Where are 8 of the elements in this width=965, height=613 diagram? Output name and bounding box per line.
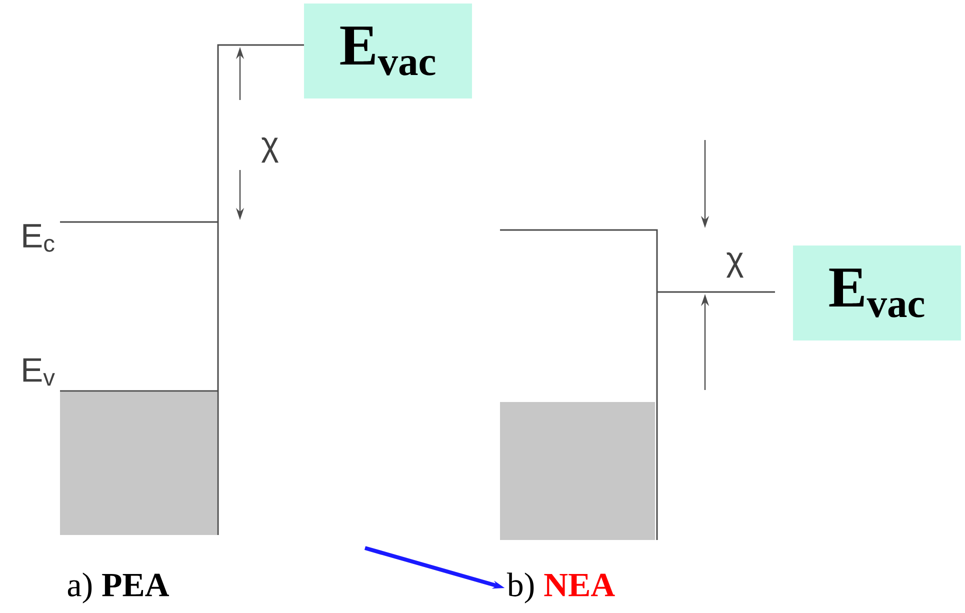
level-label: E$_{c}$ (23, 224, 54, 252)
panel-caption: b) NEA (506, 572, 615, 604)
energy-label-box: E$_{vac}$ (304, 4, 472, 98)
greek-symbol: χ (726, 252, 744, 278)
energy-label-box: E$_{vac}$ (793, 246, 961, 340)
panel-caption: a) PEA (68, 572, 170, 604)
greek-symbol: χ (261, 137, 278, 163)
level-label: E$_{v}$ (23, 358, 55, 386)
